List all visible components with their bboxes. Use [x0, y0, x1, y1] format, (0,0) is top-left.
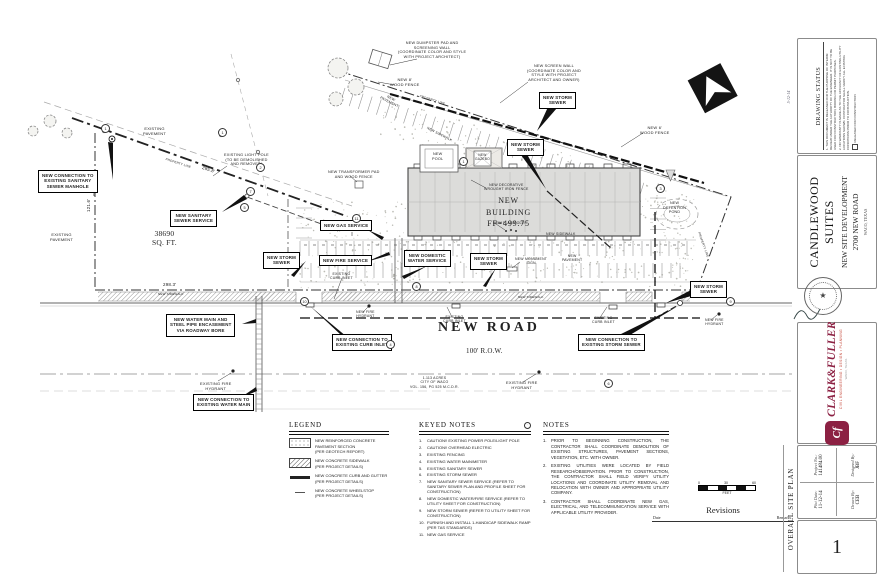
drawing-status-box: DRAWING STATUS 1. THIS DOCUMENT IS RELEA…: [797, 38, 877, 154]
project-name: CANDLEWOOD SUITES: [806, 176, 836, 268]
general-note: 3.CONTRACTOR SHALL COORDINATE NEW GAS, E…: [543, 498, 669, 515]
legend-section: LEGEND NEW REINFORCED CONCRETE PAVEMENT …: [289, 421, 389, 503]
legend-heading: LEGEND: [289, 421, 322, 429]
project-subtitle: NEW SITE DEVELOPMENT: [839, 176, 849, 268]
drawn-by-cell: Drawn By: CEB: [837, 482, 874, 516]
firm-tagline: CIVIL ENGINEERING • DESIGN • PLANNING: [839, 328, 843, 410]
keyed-notes-heading: KEYED NOTES·: [419, 421, 531, 429]
seal-star-icon: ★: [819, 291, 827, 300]
fire-hydrants: [231, 304, 721, 374]
keyed-note: 10.FURNISH AND INSTALL 1-HANDICAP SIDEWA…: [419, 520, 531, 531]
building-footprint: [407, 163, 641, 241]
light-poles: [101, 77, 261, 155]
legend-swatch: [289, 488, 311, 494]
scale-bar: 0 30 60 FEET: [698, 481, 756, 495]
overhead-electric-line: [230, 53, 269, 197]
north-arrow-icon: [687, 63, 738, 114]
keyed-note: 4.EXISTING WATER MAIN/METER: [419, 458, 488, 464]
sheet-title: OVERALL SITE PLAN: [787, 467, 795, 550]
project-no-cell: Project No.: 141484.00: [800, 448, 837, 482]
pool: [419, 144, 459, 173]
keyed-note: 2.CAUTION!! OVERHEAD ELECTRIC: [419, 445, 492, 451]
designed-by-cell: Designed By: JBF: [850, 453, 861, 477]
keyed-note: 11.NEW GAS SERVICE: [419, 532, 465, 538]
legend-swatch: [289, 473, 311, 479]
legend-swatch: [289, 458, 311, 469]
sidewalk-hatch: [98, 292, 690, 301]
project-location: WACO, TEXAS: [862, 208, 868, 236]
scale-unit: FEET: [722, 491, 732, 495]
existing-sanitary-sewer-line: [71, 117, 347, 217]
property-lines: [94, 69, 732, 291]
keyed-note: 5.EXISTING SANITARY SEWER: [419, 465, 483, 471]
detention-pond: [655, 198, 699, 230]
sheet-info-box: Plot Date: 11-12-14 Project No.: 141484.…: [797, 445, 877, 519]
drawing-status-item: 2. NO WARRANTY IS MADE AS TO THE ACCURAC…: [838, 45, 851, 150]
general-note: 1.PRIOR TO BEGINNING CONSTRUCTION, THE C…: [543, 438, 669, 460]
scale-bar-graphic: [698, 485, 756, 491]
drawing-status-item: 1. THIS DOCUMENT IS RELEASED FOR THE PUR…: [825, 48, 837, 150]
monument-sign: [506, 266, 518, 272]
sanitary-service-line: [246, 196, 339, 231]
released-checkbox-row: RELEASED FOR CONSTRUCTION: [852, 94, 858, 150]
engineer-seal: ★: [804, 277, 842, 315]
plot-date-cell: Plot Date: 11-12-14: [800, 482, 837, 516]
revisions-date-label: Date: [653, 515, 661, 520]
legend-item: NEW CONCRETE WHEELSTOP (PER PROJECT DETA…: [289, 488, 389, 498]
dumpster-pad: [368, 48, 393, 70]
keyed-note-symbol-icon: ·: [524, 421, 531, 429]
trees: [27, 57, 365, 139]
callout-arrows: [108, 107, 695, 398]
storm-sewer-line: [389, 92, 705, 185]
plot-note: 5-12-14: [785, 90, 791, 104]
general-note: 2.EXISTING UTILITIES WERE LOCATED BY FIE…: [543, 463, 669, 496]
gazebo: [473, 150, 492, 167]
storm-junction: [677, 300, 683, 306]
label-leaders: [212, 58, 718, 383]
revisions-block: Revisions Date Remarks: [652, 505, 794, 522]
engineer-signature: [793, 308, 821, 320]
legend-item: NEW CONCRETE CURB AND GUTTER (PER PROJEC…: [289, 473, 389, 484]
keyed-note: 6.EXISTING STORM SEWER: [419, 472, 477, 478]
sheet-title-strip: OVERALL SITE PLAN: [783, 445, 798, 572]
keyed-note: 9.NEW STORM SEWER (REFER TO UTILITY SHEE…: [419, 508, 530, 519]
notes-section: NOTES 1.PRIOR TO BEGINNING CONSTRUCTION,…: [543, 421, 669, 518]
notes-heading: NOTES: [543, 421, 570, 429]
keyed-note: 1.CAUTION!! EXISTING POWER POLE/LIGHT PO…: [419, 438, 520, 444]
transformer-pad: [354, 180, 364, 189]
pond-outlet: [665, 169, 676, 182]
revisions-heading: Revisions: [706, 505, 740, 515]
scale-tick: 0: [698, 481, 700, 485]
scale-tick: 60: [752, 481, 756, 485]
firm-logo-box: Cf CLARK&FULLER CIVIL ENGINEERING • DESI…: [797, 321, 877, 445]
legend-swatch: [289, 438, 311, 449]
sheet-number-box: 1: [797, 520, 877, 574]
project-address: 2700 NEW ROAD: [850, 193, 860, 251]
legend-item: NEW REINFORCED CONCRETE PAVEMENT SECTION…: [289, 438, 389, 454]
keyed-notes-section: KEYED NOTES· 1.CAUTION!! EXISTING POWER …: [419, 421, 531, 539]
curb-inlets: [305, 302, 666, 310]
flag-poles: [505, 229, 517, 232]
keyed-note: 8.NEW DOMESTIC WATER/FIRE SERVICE (REFER…: [419, 496, 526, 507]
checkbox-icon: [852, 144, 858, 150]
scale-tick: 30: [724, 481, 728, 485]
legend-rule: [289, 430, 389, 435]
drawing-status-heading: DRAWING STATUS: [816, 42, 825, 150]
legend-item: NEW CONCRETE SIDEWALK (PER PROJECT DETAI…: [289, 458, 389, 469]
keyed-note: 7.NEW SANITARY SEWER SERVICE (REFER TO S…: [419, 479, 526, 495]
firm-name: CLARK&FULLER: [826, 321, 838, 417]
clark-fuller-logo-icon: Cf: [825, 420, 849, 445]
sheet-number: 1: [832, 535, 842, 558]
firm-address: WACO, TEXAS: [844, 358, 848, 380]
keyed-note: 3.EXISTING FENCING: [419, 451, 465, 457]
project-title-box: CANDLEWOOD SUITES NEW SITE DEVELOPMENT 2…: [797, 155, 877, 289]
water-fire-service-lines: [394, 238, 403, 303]
